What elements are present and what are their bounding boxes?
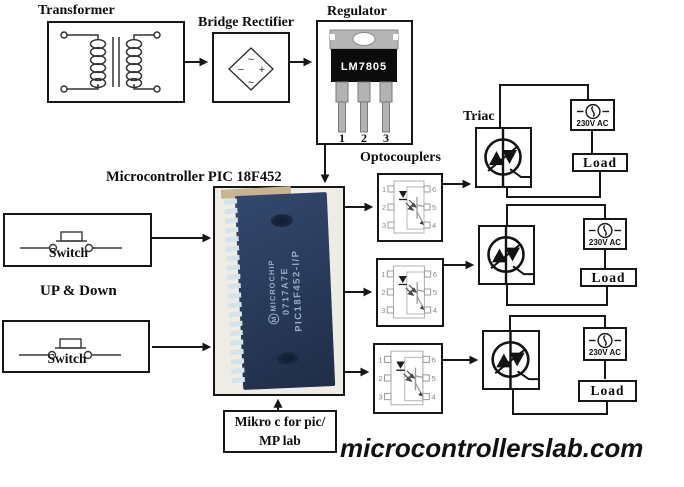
load-3-box: Load <box>578 380 637 402</box>
triac-2-box <box>478 225 535 285</box>
opto-pin-num: 2 <box>382 203 386 212</box>
wire-load2-triac2 <box>506 284 608 306</box>
opto-pin-num: 6 <box>433 270 437 279</box>
microcontroller-label: Microcontroller PIC 18F452 <box>106 169 282 185</box>
wire-load1-triac1 <box>506 171 601 198</box>
bridge-symbol-right: + <box>259 64 265 76</box>
opto-pin-num: 4 <box>431 393 436 402</box>
optocoupler-symbol-icon: 1 2 3 6 5 4 <box>378 350 436 406</box>
ac-source-2-box: 230V AC <box>583 218 627 250</box>
switch-down-box: Switch <box>2 320 150 373</box>
push-button-icon <box>19 338 121 360</box>
opto-pin-num: 1 <box>382 185 386 194</box>
ac-voltage-label: 230V AC <box>588 238 622 247</box>
opto-pin-num: 6 <box>432 185 436 194</box>
lm7805-pin1-label: 1 <box>339 131 345 143</box>
lm7805-package-icon: LM7805 1 2 3 <box>329 29 399 145</box>
ac-source-icon <box>588 332 622 349</box>
compiler-line1: Mikro c for pic/ <box>234 414 326 430</box>
opto-pin-num: 6 <box>431 356 436 365</box>
up-down-label: UP & Down <box>40 283 117 299</box>
opto-pin-num: 2 <box>381 288 385 297</box>
optocoupler-2-box: 1 2 3 6 5 4 <box>376 258 444 327</box>
opto-pin-num: 2 <box>378 374 382 383</box>
bridge-rectifier-box: ~ − + ~ <box>212 32 290 103</box>
chip-markings: M MICROCHIP 0717A7E PIC18F452-I/P <box>235 192 335 390</box>
lm7805-pin2-label: 2 <box>361 131 367 143</box>
microchip-logo-icon: M <box>267 312 280 325</box>
triac-symbol-icon <box>484 129 530 186</box>
regulator-label: Regulator <box>327 4 387 19</box>
triac-3-box <box>482 330 540 390</box>
optocoupler-1-box: 1 2 3 6 5 4 <box>377 173 443 242</box>
optocouplers-label: Optocouplers <box>360 150 441 165</box>
opto-pin-num: 5 <box>431 374 436 383</box>
ac-source-icon <box>576 103 609 120</box>
opto-pin-num: 1 <box>381 270 385 279</box>
switch-label: Switch <box>48 245 88 260</box>
ac-voltage-label: 230V AC <box>576 119 609 128</box>
wire-triac2-ac2 <box>506 204 606 226</box>
switch-label: Switch <box>47 351 87 366</box>
ac-voltage-label: 230V AC <box>588 348 622 357</box>
opto-pin-num: 5 <box>433 288 437 297</box>
load-1-box: Load <box>572 153 628 172</box>
wire-load3-triac3 <box>512 389 608 415</box>
wire-triac1-ac1 <box>499 84 589 129</box>
triac-symbol-icon <box>491 332 538 388</box>
switch-up-box: Switch <box>3 213 152 267</box>
watermark-text: microcontrollerslab.com <box>340 433 644 463</box>
optocoupler-3-box: 1 2 3 6 5 4 <box>373 343 443 414</box>
transformer-symbol-icon <box>60 31 161 93</box>
triac-1-box <box>475 127 532 188</box>
ac-source-1-box: 230V AC <box>570 99 615 131</box>
wire-triac3-ac3 <box>509 315 606 331</box>
bridge-rectifier-label: Bridge Rectifier <box>198 15 295 30</box>
chip-lot-code: 0717A7E <box>278 266 292 316</box>
chip-brand: M MICROCHIP <box>266 258 280 325</box>
pic18f452-chip-photo: M MICROCHIP 0717A7E PIC18F452-I/P <box>223 192 336 390</box>
compiler-box: Mikro c for pic/ MP lab <box>223 410 337 453</box>
opto-pin-num: 3 <box>381 306 385 315</box>
optocoupler-symbol-icon: 1 2 3 6 5 4 <box>381 265 438 319</box>
opto-pin-num: 3 <box>378 393 383 402</box>
bridge-symbol-left: − <box>238 64 244 76</box>
bridge-symbol-bottom: ~ <box>248 77 254 89</box>
opto-pin-num: 5 <box>432 203 436 212</box>
opto-pin-num: 3 <box>382 221 386 230</box>
lm7805-part-text: LM7805 <box>341 61 387 73</box>
push-button-icon <box>20 231 122 253</box>
opto-pin-num: 4 <box>433 306 438 315</box>
load-2-box: Load <box>580 268 637 287</box>
ac-source-icon <box>588 222 622 239</box>
bridge-rectifier-symbol-icon: ~ − + ~ <box>228 47 274 91</box>
chip-brand-text: MICROCHIP <box>266 258 278 312</box>
transformer-label: Transformer <box>38 3 115 18</box>
transformer-box <box>47 21 185 103</box>
ac-source-3-box: 230V AC <box>583 327 627 361</box>
triac-symbol-icon <box>487 227 533 283</box>
regulator-box: LM7805 1 2 3 <box>316 20 413 145</box>
optocoupler-symbol-icon: 1 2 3 6 5 4 <box>382 180 436 234</box>
bridge-symbol-top: ~ <box>248 54 254 66</box>
lm7805-pin3-label: 3 <box>383 131 389 143</box>
chip-part-number: PIC18F452-I/P <box>290 249 305 332</box>
opto-pin-num: 1 <box>378 356 382 365</box>
opto-pin-num: 4 <box>432 221 436 230</box>
triac-label: Triac <box>463 109 495 124</box>
wire-group <box>152 57 608 415</box>
compiler-line2: MP lab <box>259 432 301 448</box>
microcontroller-box: M MICROCHIP 0717A7E PIC18F452-I/P <box>213 186 345 396</box>
